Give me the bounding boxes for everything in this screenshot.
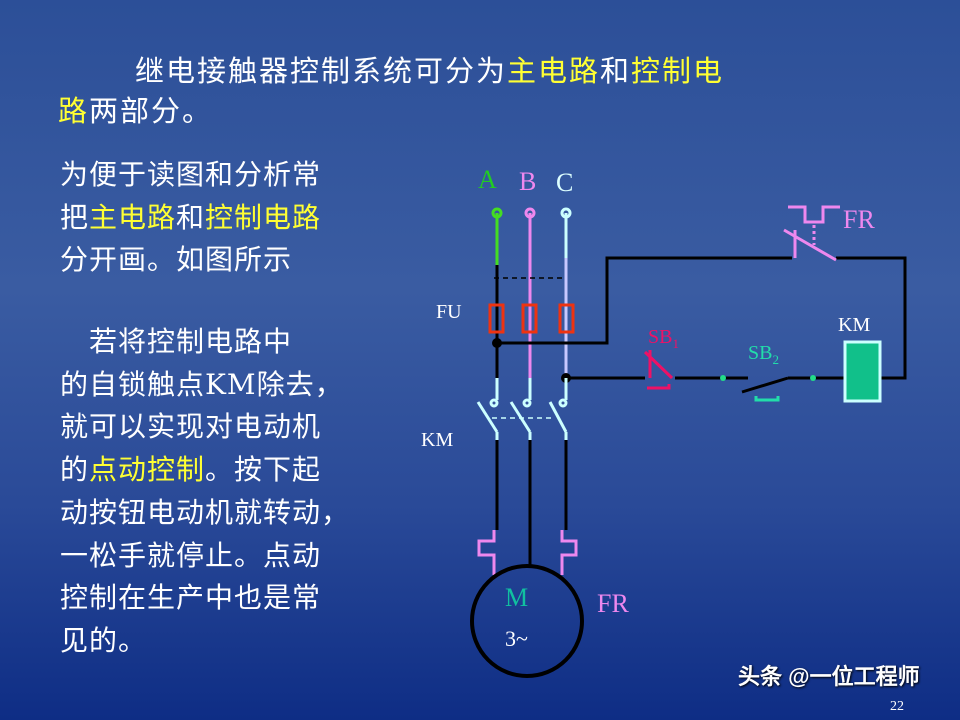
motor-phase-label: 3~ — [505, 626, 528, 651]
fuse-a — [488, 303, 505, 334]
fr-heater-label: FR — [597, 589, 629, 618]
fuse-c — [558, 303, 575, 334]
motor-label: M — [505, 583, 528, 612]
text: 的 — [60, 453, 90, 487]
paragraph-1: 为便于读图和分析常 把主电路和控制电路 分开画。如图所示 — [60, 154, 321, 282]
fr-heater-elements — [477, 530, 578, 575]
para-line: 动按钮电动机就转动， — [60, 495, 351, 529]
sb1-label: SB1 — [648, 326, 679, 351]
motor-symbol — [470, 564, 584, 678]
paragraph-2: 若将控制电路中 的自锁触点KM除去， 就可以实现对电动机 的点动控制。按下起 动… — [60, 321, 350, 663]
fr-nc-contact — [783, 205, 840, 262]
sb2-start-button-base — [754, 396, 780, 402]
terminal-a — [491, 207, 503, 219]
title-text: 和 — [600, 54, 632, 88]
km-coil-label: KM — [838, 314, 870, 336]
terminals — [491, 207, 572, 219]
sb1-stop-button — [643, 350, 674, 390]
phase-c-label: C — [556, 168, 573, 197]
sb2-terminal — [720, 375, 726, 381]
fuse-label: FU — [436, 301, 462, 323]
fr-contact-label: FR — [843, 205, 875, 234]
highlight-main-circuit: 主电路 — [89, 200, 177, 234]
sb2-contact — [741, 376, 789, 394]
sb2-label: SB2 — [748, 342, 779, 367]
page-number: 22 — [890, 699, 904, 714]
terminal-c — [560, 207, 572, 219]
title-highlight-control-circuit-end: 路 — [58, 94, 90, 128]
text: 和 — [176, 200, 206, 234]
title-text: 两部分。 — [89, 94, 214, 128]
title-highlight-control-circuit: 控制电 — [631, 54, 725, 88]
title-line-1: 继电接触器控制系统可分为主电路和控制电 — [135, 48, 724, 90]
control-wire — [836, 256, 907, 380]
title-line-2: 路两部分。 — [58, 88, 213, 130]
para-line: 的自锁触点KM除去， — [60, 367, 344, 401]
junction-dot — [492, 338, 502, 348]
title-text: 继电接触器控制系统可分为 — [135, 54, 508, 88]
para-line: 的点动控制。按下起 — [60, 449, 350, 492]
highlight-jog-control: 点动控制 — [89, 453, 206, 487]
title-highlight-main-circuit: 主电路 — [507, 54, 601, 88]
km-coil — [843, 340, 882, 403]
watermark: 头条 @一位工程师 — [738, 664, 920, 689]
sb2-terminal — [810, 375, 816, 381]
text: 。按下起 — [205, 453, 322, 487]
text: 把 — [60, 200, 90, 234]
fuses — [488, 303, 575, 334]
terminal-b — [524, 207, 536, 219]
para-line: 把主电路和控制电路 — [60, 197, 321, 240]
fuse-b — [521, 303, 538, 334]
para-line: 分开画。如图所示 — [60, 243, 293, 277]
highlight-control-circuit: 控制电路 — [205, 200, 322, 234]
phase-b-label: B — [519, 167, 536, 196]
para-line: 为便于读图和分析常 — [60, 158, 322, 191]
phase-a-label: A — [478, 165, 497, 194]
control-wire — [497, 256, 792, 345]
km-main-contacts — [476, 378, 568, 440]
para-line: 见的。 — [60, 623, 148, 657]
para-line: 就可以实现对电动机 — [60, 410, 322, 444]
km-main-contact-label: KM — [421, 429, 453, 451]
para-line: 控制在生产中也是常 — [60, 581, 322, 615]
para-line: 一松手就停止。点动 — [60, 538, 322, 572]
para-line: 若将控制电路中 — [60, 325, 293, 358]
